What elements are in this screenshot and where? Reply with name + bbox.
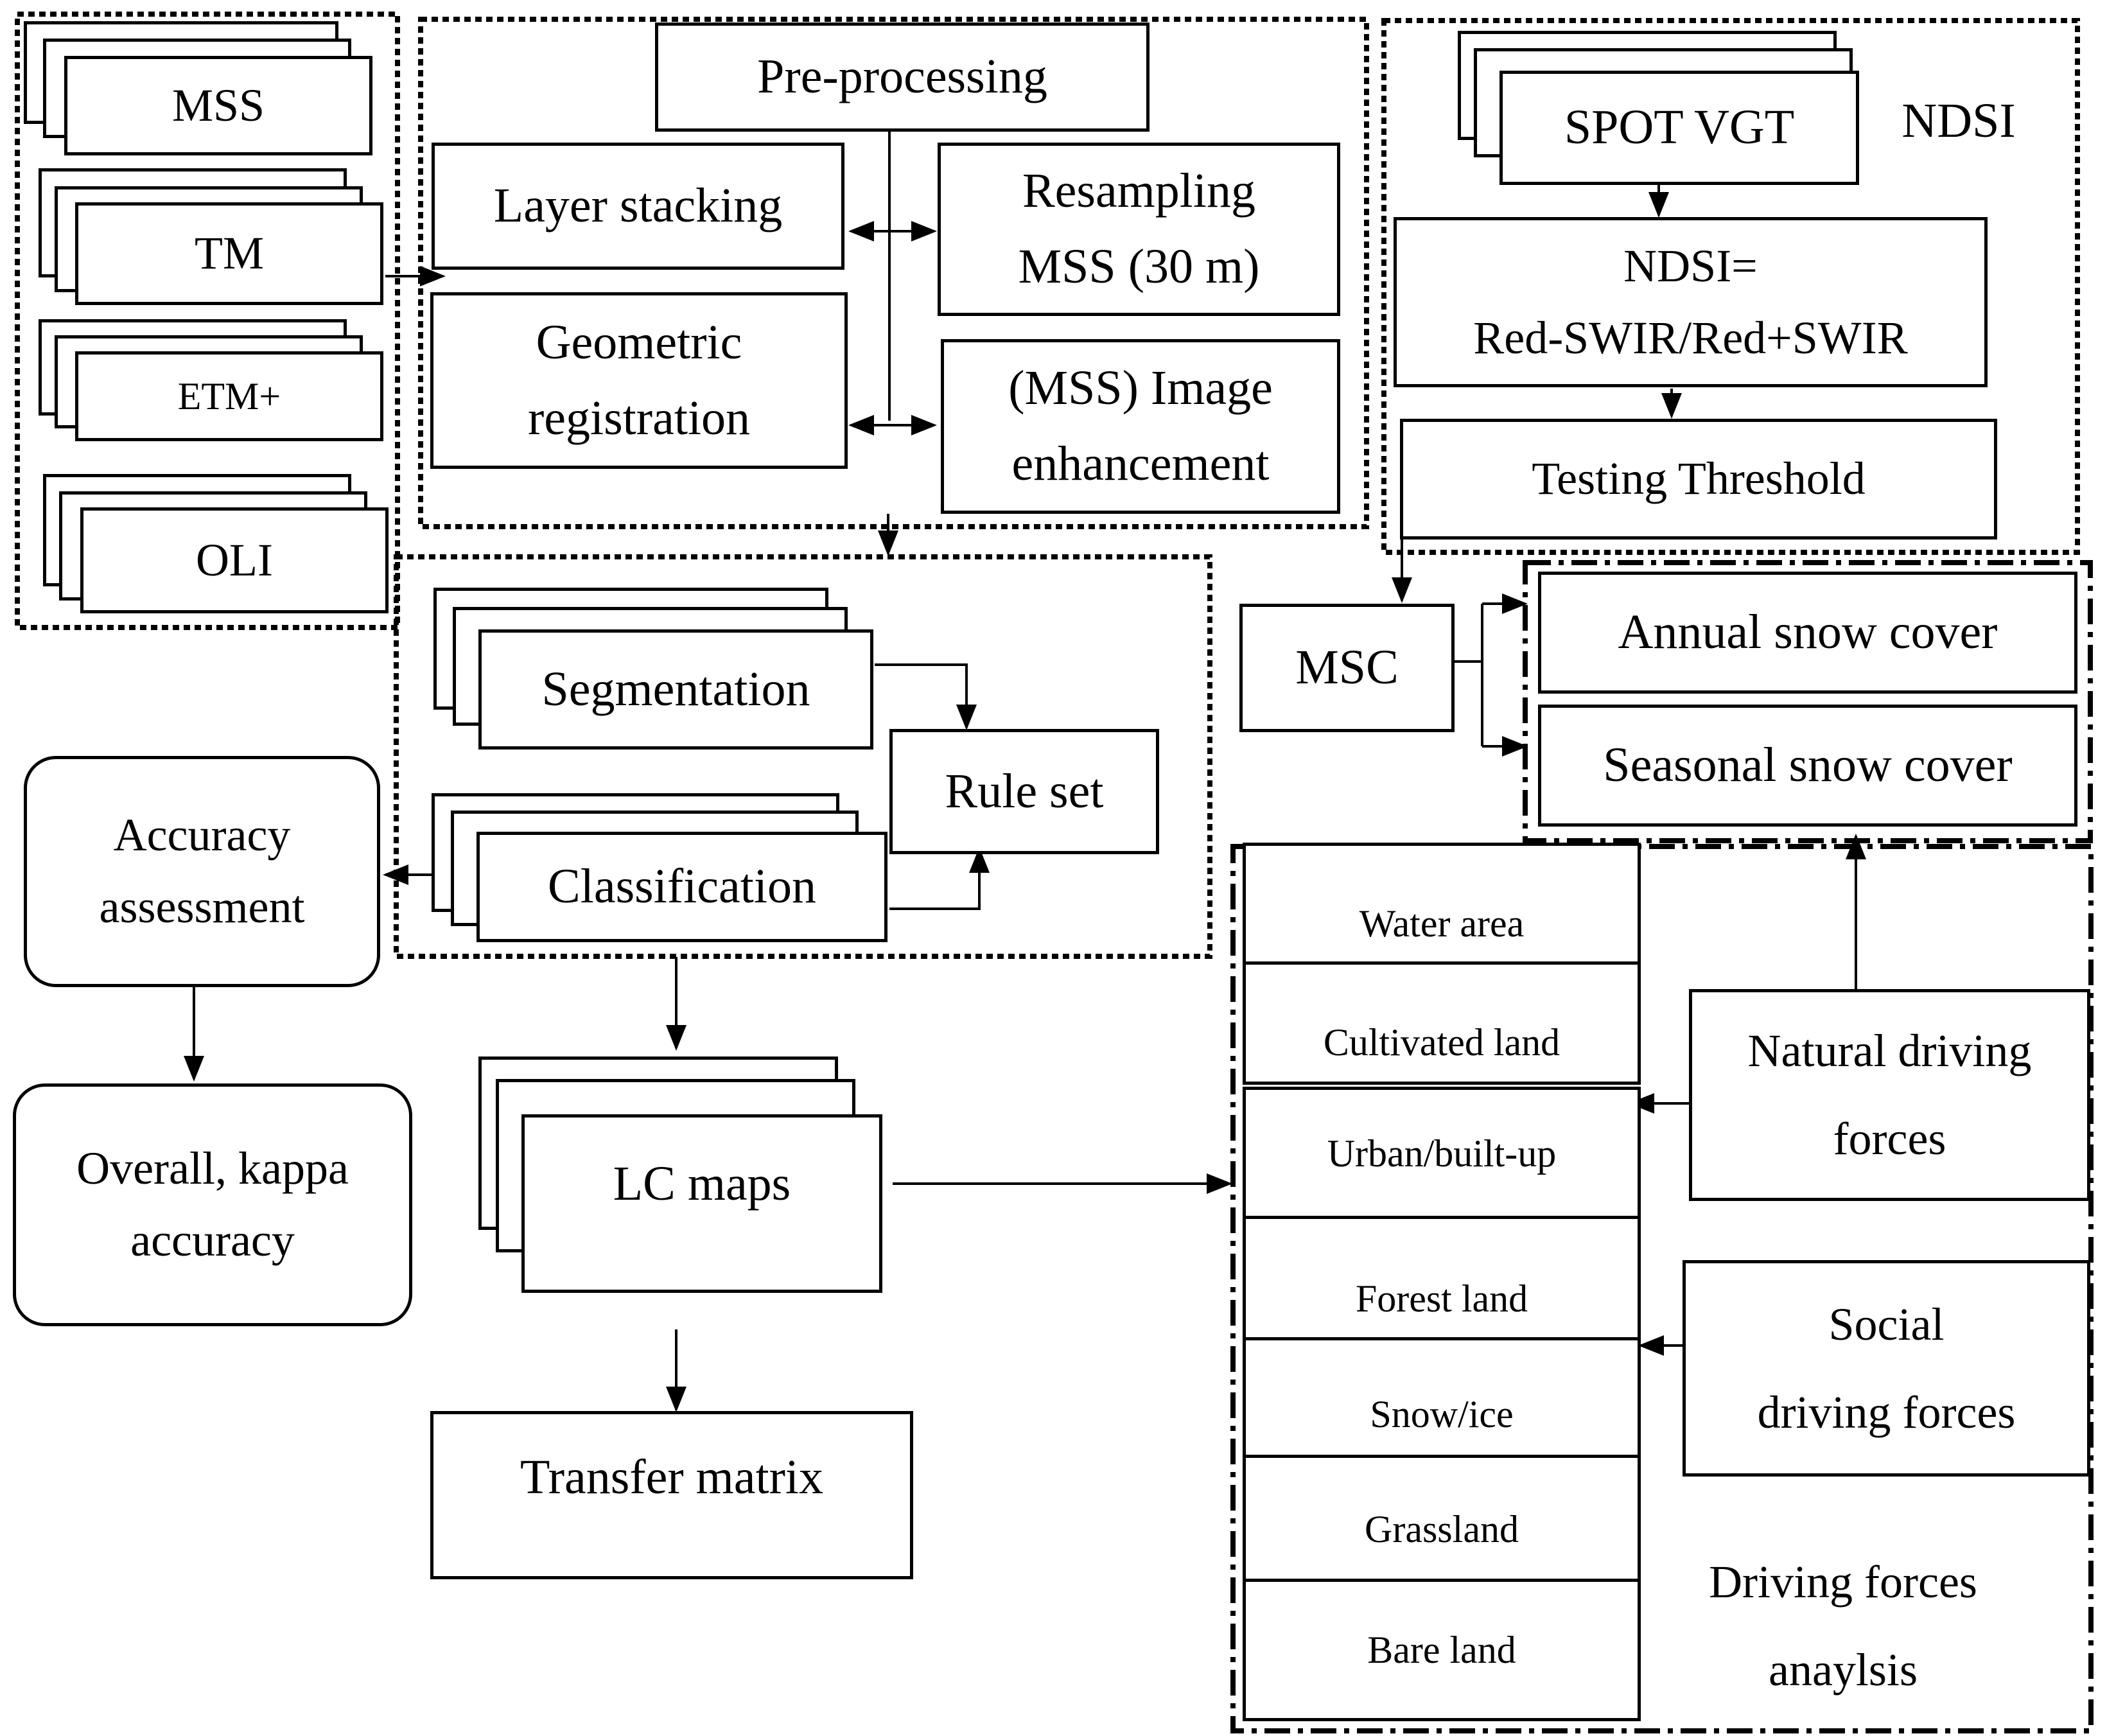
rule-set-box: Rule set [889, 729, 1159, 854]
driving-forces-analysis-label: Driving forces anaylsis [1709, 1556, 1977, 1696]
class-grassland: Grassland [1243, 1455, 1641, 1583]
preprocessing-title-box: Pre-processing [655, 22, 1150, 132]
class-forest-land-label: Forest land [1355, 1277, 1528, 1320]
class-water-area-label: Water area [1359, 902, 1525, 945]
transfer-matrix-label: Transfer matrix [520, 1450, 824, 1504]
mss-input-box: MSS [64, 56, 372, 155]
spot-vgt-label: SPOT VGT [1564, 100, 1795, 155]
class-bare-land: Bare land [1243, 1579, 1641, 1721]
rule-set-label: Rule set [945, 764, 1104, 818]
class-snow-ice-label: Snow/ice [1370, 1393, 1514, 1435]
tm-input-box: TM [75, 202, 383, 305]
tm-label: TM [195, 227, 264, 279]
snow-cover-region [1523, 560, 2093, 843]
spot-vgt-box: SPOT VGT [1499, 71, 1859, 185]
social-driving-forces-box: Social driving forces [1683, 1260, 2090, 1477]
resampling-label: Resampling MSS (30 m) [1018, 164, 1260, 294]
testing-threshold-label: Testing Threshold [1532, 453, 1866, 505]
driving-forces-region [1230, 844, 2094, 1733]
class-snow-ice: Snow/ice [1243, 1337, 1641, 1459]
seasonal-snow-cover-label: Seasonal snow cover [1603, 738, 2013, 793]
annual-snow-cover-box: Annual snow cover [1538, 572, 2077, 694]
geometric-registration-box: Geometric registration [430, 292, 848, 469]
arrow-segmentation-to-rule-set [875, 663, 977, 730]
input-sensors-region [15, 12, 400, 630]
layer-stacking-label: Layer stacking [493, 179, 783, 233]
image-enhancement-box: (MSS) Image enhancement [941, 339, 1340, 514]
annual-snow-cover-label: Annual snow cover [1618, 605, 1998, 660]
class-urban-built-up: Urban/built-up [1243, 1087, 1641, 1220]
arrow-classification-to-rule-set [889, 847, 990, 910]
overall-kappa-label: Overall, kappa accuracy [76, 1143, 349, 1266]
testing-threshold-box: Testing Threshold [1400, 419, 1997, 539]
oli-input-box: OLI [80, 507, 389, 613]
natural-driving-forces-label: Natural driving forces [1747, 1025, 2032, 1164]
accuracy-assessment-label: Accuracy assessment [99, 809, 305, 933]
social-driving-forces-label: Social driving forces [1757, 1298, 2016, 1438]
mss-label: MSS [171, 79, 265, 131]
class-cultivated-land-label: Cultivated land [1323, 1021, 1561, 1064]
natural-driving-forces-box: Natural driving forces [1689, 989, 2090, 1201]
classification-region [394, 554, 1212, 959]
resampling-box: Resampling MSS (30 m) [938, 143, 1340, 316]
ndsi-region [1381, 18, 2080, 555]
class-urban-built-up-label: Urban/built-up [1327, 1132, 1557, 1175]
classification-label: Classification [548, 859, 816, 914]
class-water-area: Water area [1243, 843, 1641, 966]
class-bare-land-label: Bare land [1367, 1628, 1516, 1671]
class-grassland-label: Grassland [1365, 1508, 1519, 1550]
oli-label: OLI [196, 534, 273, 586]
ndsi-formula-box: NDSI= Red-SWIR/Red+SWIR [1394, 217, 1988, 387]
lc-maps-label: LC maps [613, 1157, 791, 1211]
segmentation-box: Segmentation [478, 629, 873, 750]
geometric-registration-label: Geometric registration [527, 315, 751, 445]
overall-kappa-box: Overall, kappa accuracy [13, 1083, 412, 1326]
preprocessing-title: Pre-processing [757, 49, 1047, 104]
etm-input-box: ETM+ [75, 351, 383, 441]
layer-stacking-box: Layer stacking [432, 143, 844, 270]
msc-box: MSC [1239, 604, 1455, 732]
seasonal-snow-cover-box: Seasonal snow cover [1538, 705, 2077, 827]
segmentation-label: Segmentation [541, 662, 810, 716]
lc-maps-box: LC maps [521, 1114, 882, 1293]
class-cultivated-land: Cultivated land [1243, 961, 1641, 1085]
transfer-matrix-box: Transfer matrix [430, 1411, 913, 1579]
class-forest-land: Forest land [1243, 1216, 1641, 1341]
ndsi-formula-label: NDSI= Red-SWIR/Red+SWIR [1473, 240, 1908, 364]
image-enhancement-label: (MSS) Image enhancement [1008, 361, 1273, 491]
ndsi-region-label: NDSI [1902, 94, 2016, 148]
accuracy-assessment-box: Accuracy assessment [24, 756, 380, 987]
classification-box: Classification [476, 832, 887, 942]
msc-label: MSC [1295, 640, 1399, 695]
etm-label: ETM+ [177, 374, 281, 417]
